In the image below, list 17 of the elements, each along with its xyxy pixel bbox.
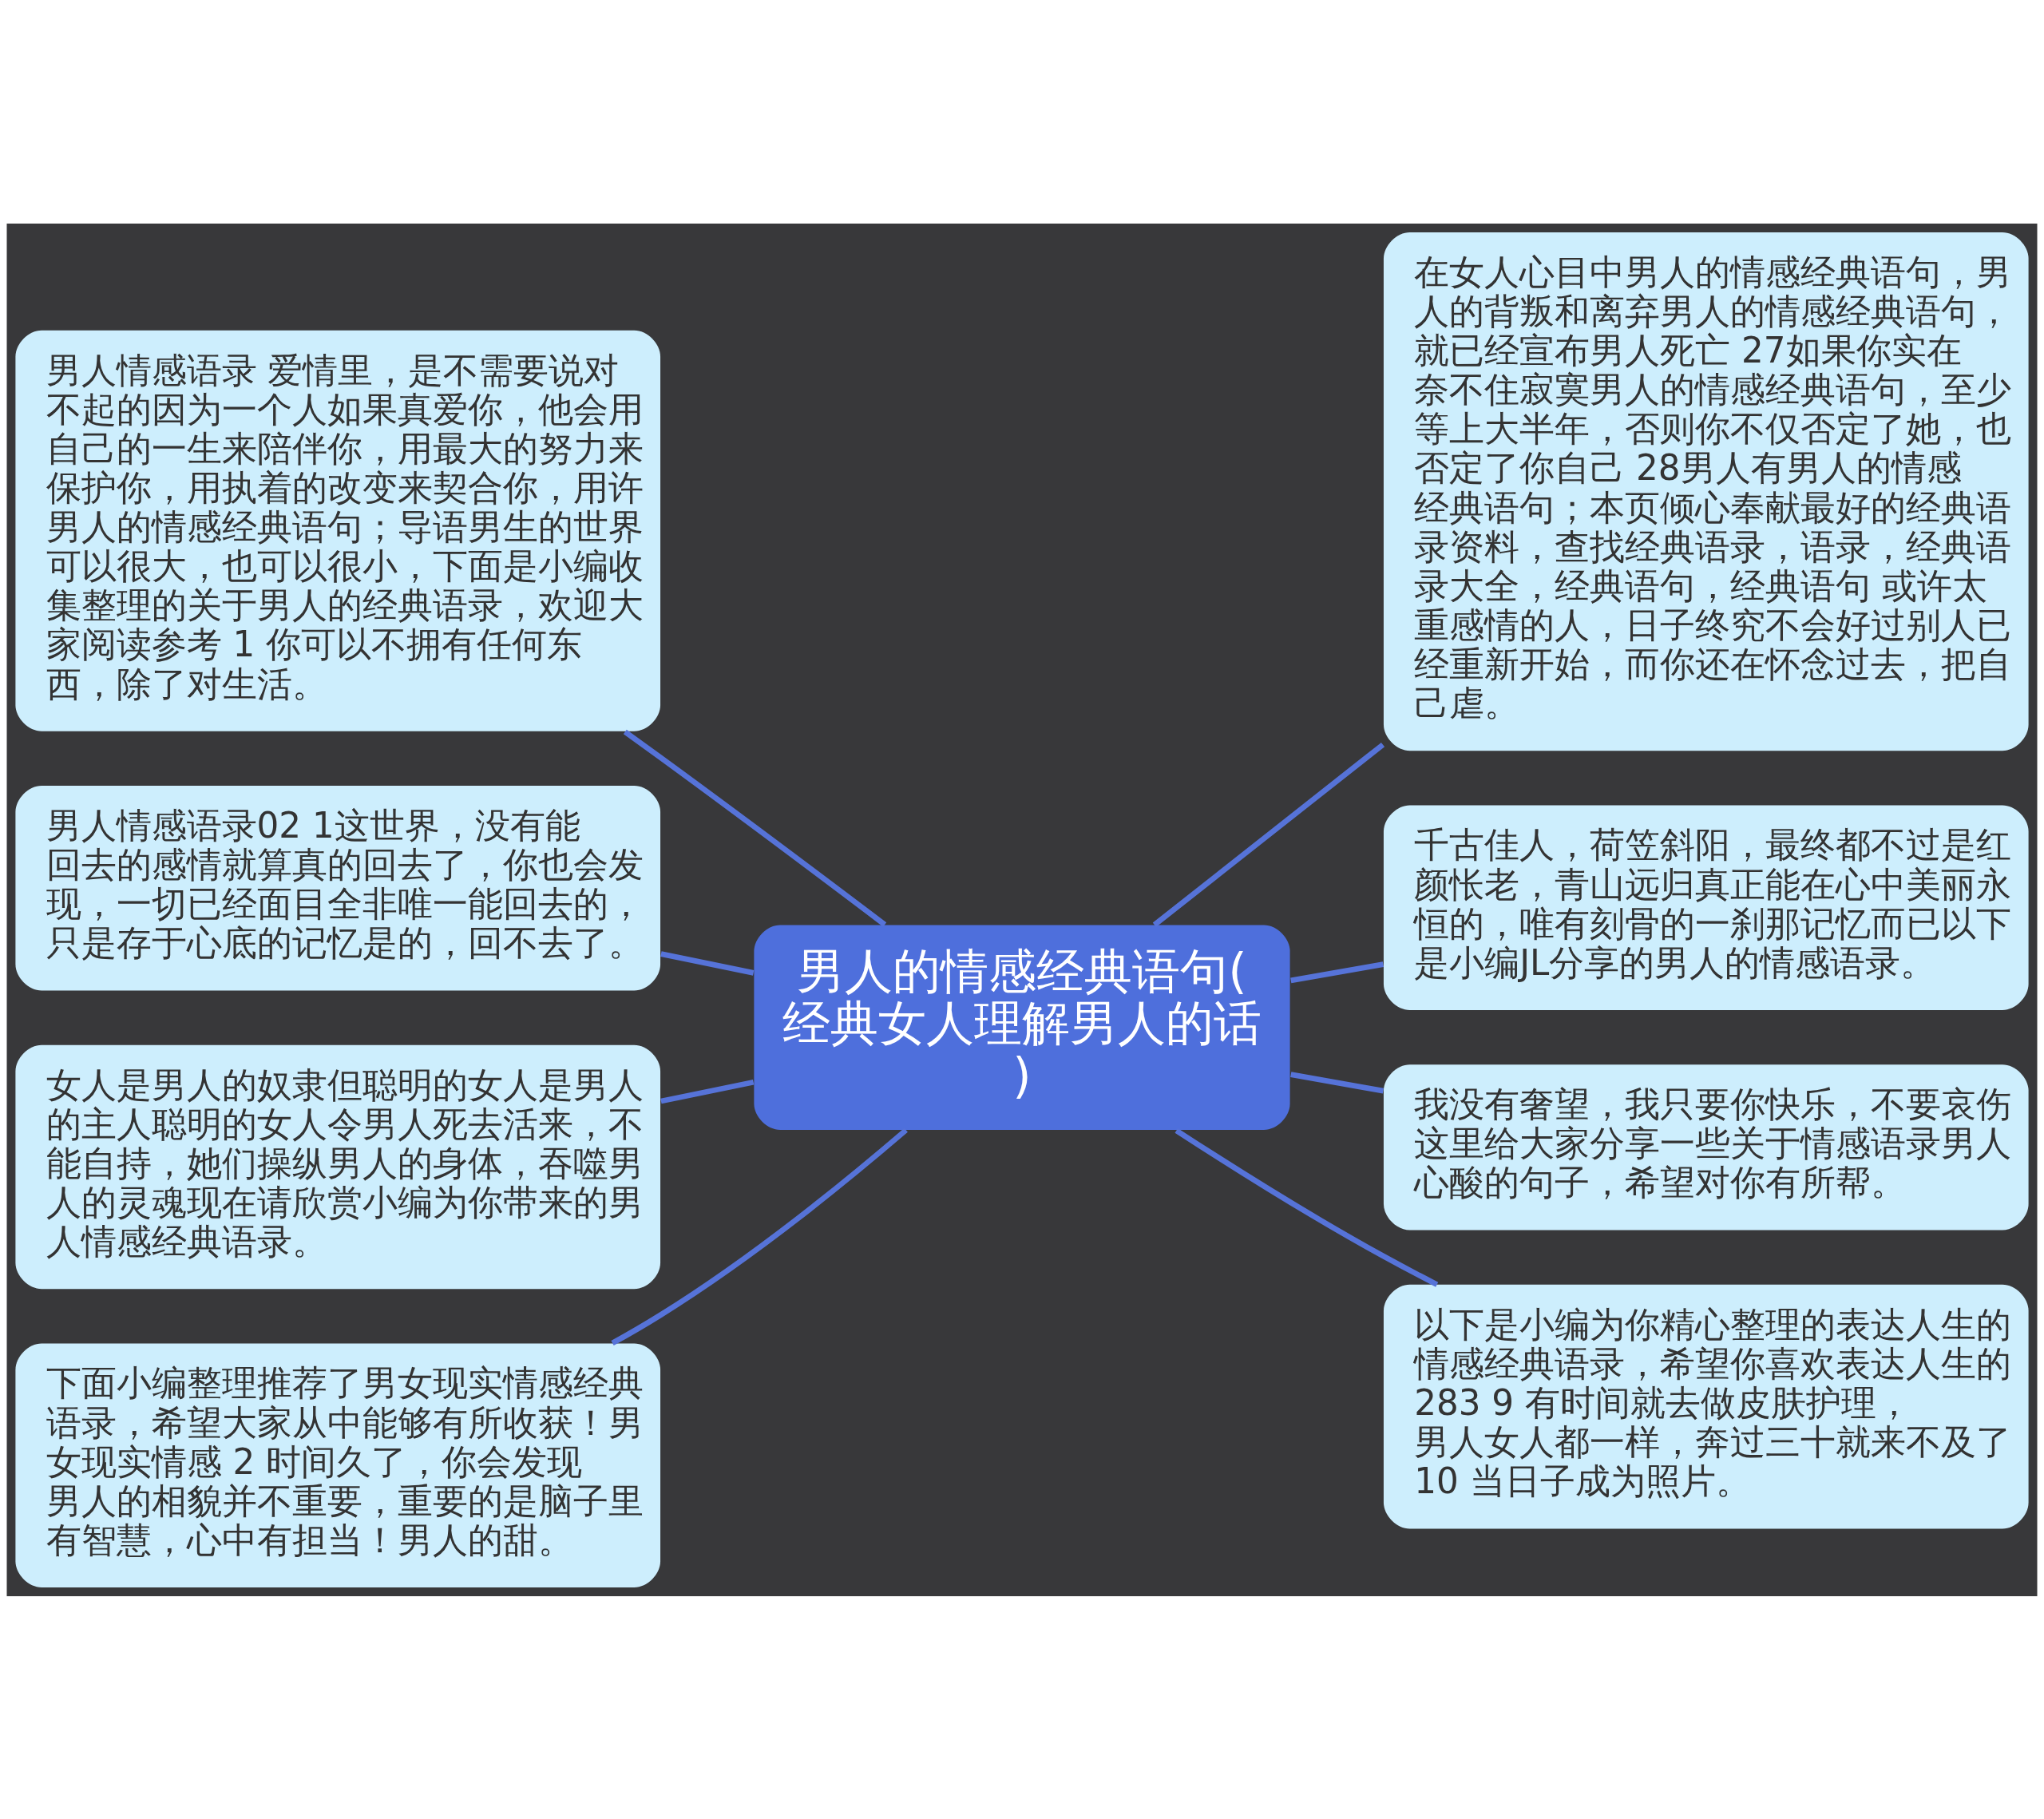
node-box: 男人的情感经典语句(经典女人理解男人的话) bbox=[754, 925, 1290, 1130]
node-box: 男人情感语录 爱情里，是不需要说对不起的因为一个人如果真爱你，他会用自己的一生来陪伴你，用最大的努力来保护你，用执着的改变来契合你，用许男人的情感经典语句；导语男生的世界可以很大，也可以很小，下面是小编收集整理的关于男人的经典语录，欢迎大家阅读参考 1 你可以不拥有任何东西，除了对生活。 bbox=[15, 330, 661, 731]
connector bbox=[623, 729, 887, 927]
node-box: 在女人心目中男人的情感经典语句，男人的背叛和离弃男人的情感经典语句，就已经宣布男人死亡 27如果你实在奈不住寂寞男人的情感经典语句，至少等上大半年，否则你不仅否定了她，也否定了你自己 28男人有男人的情感经典语句；本页倾心奉献最好的经典语录资料，查找经典语录，语录，经典语录大全，经典语句，经典语句 或许太重感情的人，日子终究不会好过别人已经重新开始，而你还在怀念过去，把自己虐。 bbox=[1383, 232, 2029, 751]
connector bbox=[1175, 1127, 1439, 1287]
connector bbox=[660, 1079, 755, 1104]
node-box: 下面小编整理推荐了男女现实情感经典语录，希望大家从中能够有所收获！男女现实情感 2 时间久了，你会发现男人的相貌并不重要，重要的是脑子里有智慧，心中有担当！男人的甜。 bbox=[15, 1343, 661, 1587]
connector bbox=[1290, 1071, 1384, 1093]
connector bbox=[611, 1127, 908, 1345]
connector bbox=[1152, 742, 1385, 927]
node-box: 以下是小编为你精心整理的表达人生的情感经典语录，希望你喜欢表达人生的283 9 有时间就去做皮肤护理，男人女人都一样，奔过三十就来不及了 10 当日子成为照片。 bbox=[1383, 1284, 2029, 1528]
connector bbox=[1290, 961, 1384, 983]
node-box: 我没有奢望，我只要你快乐，不要哀伤这里给大家分享一些关于情感语录男人心酸的句子，希望对你有所帮。 bbox=[1383, 1064, 2029, 1230]
node-box: 女人是男人的奴隶但聪明的女人是男人的主人聪明的女人令男人死去活来，不能自持，她们操纵男人的身体，吞噬男人的灵魂现在请欣赏小编为你带来的男人情感经典语录。 bbox=[15, 1044, 661, 1289]
connector bbox=[660, 950, 755, 976]
node-box: 千古佳人，荷笠斜阳，最终都不过是红颜怅老，青山远归真正能在心中美丽永恒的，唯有刻骨的一刹那记忆而已以下是小编JL分享的男人的情感语录。 bbox=[1383, 805, 2029, 1010]
node-box: 男人情感语录02 1这世界，没有能回去的感情就算真的回去了，你也会发现，一切已经面目全非唯一能回去的，只是存于心底的记忆是的，回不去了。 bbox=[15, 785, 661, 990]
